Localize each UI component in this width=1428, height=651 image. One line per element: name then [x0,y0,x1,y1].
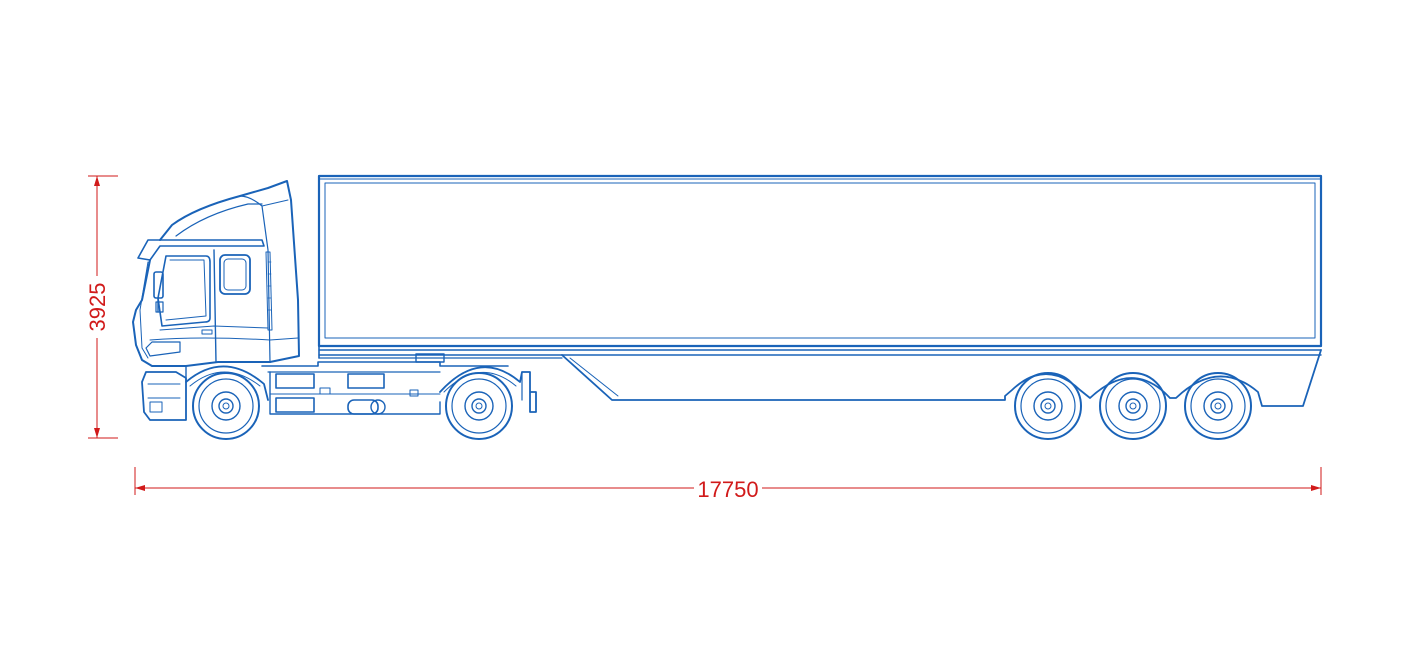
height-label: 3925 [85,283,110,332]
front-fender-inner [189,371,261,387]
sun-visor [137,239,265,261]
wheels [192,372,1252,440]
height-arrow-top [94,176,100,186]
door-handle [201,329,213,335]
fifth-wheel [415,353,445,363]
trailer-box-inner-panel [324,182,1316,339]
length-label: 17750 [697,477,758,502]
cab-side-line [149,337,299,341]
wheel-trailer-3 [1184,372,1252,440]
front-bumper [141,371,187,421]
cab-front-inner [139,261,149,359]
wheel-front [192,372,260,440]
wheel-drive [445,372,513,440]
fuel-tank [275,373,315,389]
roof-deflector [159,180,300,363]
bumper-inner [147,383,181,399]
headlight [145,341,181,357]
wheel-trailer-1 [1014,372,1082,440]
mirror-lower [155,301,164,313]
small-box-2 [409,389,419,397]
side-vent [265,251,273,331]
roof-deflector-line [239,195,271,363]
cab-door [213,249,217,363]
door-lower-trim [159,325,269,331]
tool-box [347,373,385,389]
height-arrow-bottom [94,428,100,438]
sleeper-window-inner [223,258,247,291]
front-fender [185,365,269,401]
door-window-inner [165,259,207,321]
roof-deflector-trim [261,199,289,207]
cab-front [132,259,271,367]
side-skirt [269,371,441,415]
roof-deflector-inner [175,203,263,237]
length-arrow-right [1311,485,1321,491]
height-label-bg [86,276,108,338]
chassis-frame [261,361,509,367]
tractor-cab [132,180,300,421]
trailer [317,174,1323,407]
trailer-box-outer [317,174,1323,348]
trailer-skirt-inner [569,357,619,397]
length-label-bg [694,476,762,500]
dimension-lines: 3925 17750 [85,175,1322,502]
door-window [157,255,211,327]
rear-fender [439,366,537,413]
sleeper-window [219,254,251,295]
small-box [319,387,331,395]
battery-box [275,397,315,413]
wheel-trailer-2 [1099,372,1167,440]
length-arrow-left [135,485,145,491]
fog-light [149,401,163,413]
